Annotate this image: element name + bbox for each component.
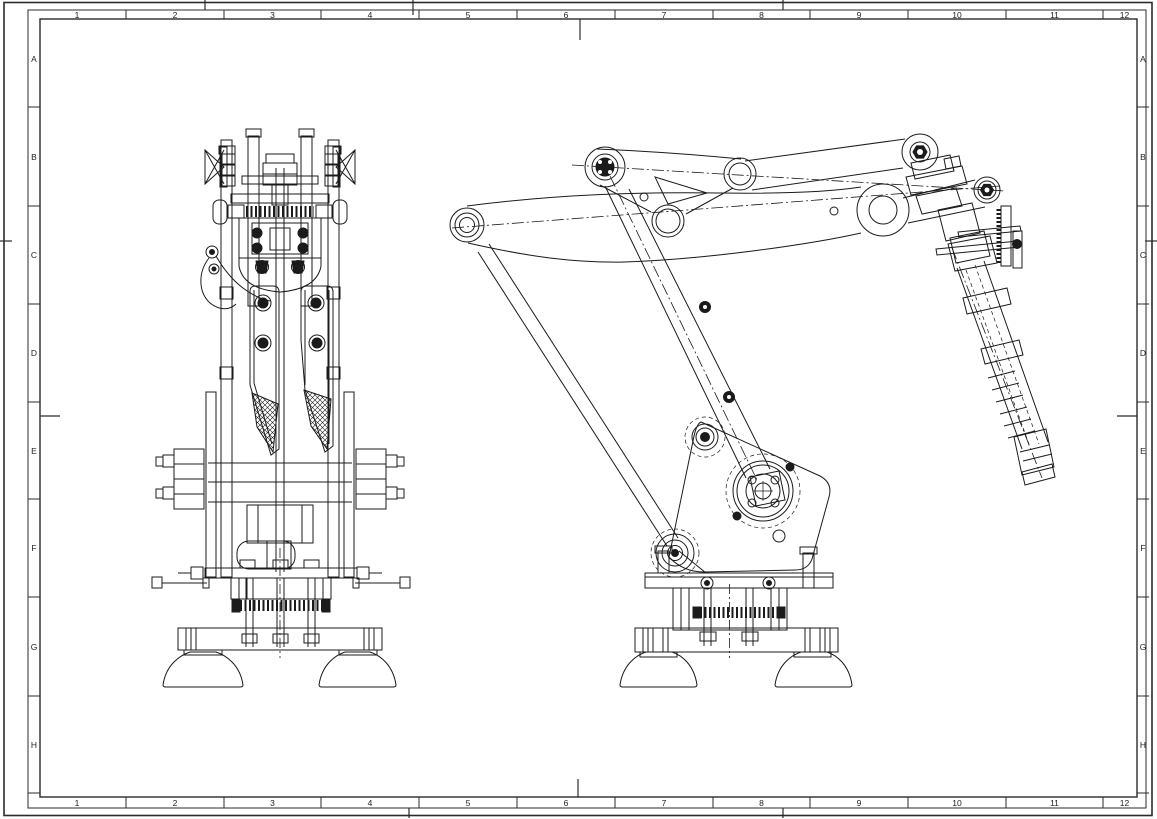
grid-column-label-top: 11 xyxy=(1050,9,1059,20)
grid-column-label-top: 3 xyxy=(270,9,275,20)
grid-column-label-bottom: 9 xyxy=(856,797,862,808)
grid-column-label-bottom: 5 xyxy=(465,797,471,808)
grid-column-label-top: 2 xyxy=(172,9,178,20)
grid-row-label-right: F xyxy=(1140,542,1146,553)
grid-row-label-left: D xyxy=(30,347,38,358)
left-axle-block xyxy=(155,448,205,510)
side-view-drawing xyxy=(449,133,1056,688)
front-left-suction-cup xyxy=(162,651,244,688)
drawing-frame xyxy=(3,1,1153,817)
grid-column-label-top: 7 xyxy=(661,9,667,20)
sheet-edge xyxy=(3,1,1153,817)
grid-row-label-right: D xyxy=(1139,347,1147,358)
grid-column-label-top: 5 xyxy=(465,9,471,20)
left-bowtie-bracket xyxy=(204,146,228,188)
side-right-suction-cup xyxy=(774,651,853,688)
gearbox-block xyxy=(238,217,322,259)
grid-row-label-left: H xyxy=(30,739,38,750)
grid-column-label-bottom: 4 xyxy=(367,797,373,808)
grid-column-label-top: 4 xyxy=(367,9,373,20)
grid-column-label-top: 1 xyxy=(74,9,80,20)
grid-row-label-right: C xyxy=(1139,249,1147,260)
grid-row-label-right: A xyxy=(1140,53,1146,64)
side-base-assembly xyxy=(634,545,839,658)
triangle-link-plate xyxy=(596,148,742,215)
grid-column-label-bottom: 6 xyxy=(563,797,569,808)
grid-row-label-left: G xyxy=(30,641,38,652)
grid-column-label-top: 8 xyxy=(759,9,764,20)
right-axle-block xyxy=(355,448,405,510)
grid-row-label-right: E xyxy=(1140,445,1146,456)
grid-column-label-top: 6 xyxy=(563,9,569,20)
grid-column-label-bottom: 2 xyxy=(172,797,178,808)
grid-column-label-bottom: 8 xyxy=(759,797,764,808)
grid-row-label-left: A xyxy=(31,53,37,64)
grid-column-label-top: 9 xyxy=(856,9,862,20)
grid-row-label-right: G xyxy=(1139,641,1147,652)
grid-row-label-right: H xyxy=(1139,739,1147,750)
grid-row-label-left: C xyxy=(30,249,38,260)
shoulder-hub xyxy=(725,453,801,529)
grid-column-label-top: 10 xyxy=(952,9,962,20)
grid-column-label-bottom: 12 xyxy=(1119,797,1130,808)
grid-column-label-bottom: 3 xyxy=(270,797,275,808)
tool-shaft xyxy=(947,235,1056,486)
shoulder-plate xyxy=(668,421,831,573)
grid-row-label-left: E xyxy=(31,445,37,456)
grid-column-label-top: 12 xyxy=(1119,9,1130,20)
drawing-area-frame xyxy=(39,18,1138,798)
grid-column-label-bottom: 7 xyxy=(661,797,667,808)
grid-column-label-bottom: 1 xyxy=(74,797,80,808)
wrist-bracket xyxy=(905,154,1023,269)
left-arm-plate xyxy=(249,285,280,456)
grid-row-label-left: B xyxy=(31,151,37,162)
front-view-drawing xyxy=(151,128,411,688)
grid-column-label-bottom: 10 xyxy=(952,797,962,808)
grid-ticks xyxy=(28,10,1149,808)
grid-row-label-right: B xyxy=(1140,151,1146,162)
front-right-suction-cup xyxy=(318,651,397,688)
grid-column-label-bottom: 11 xyxy=(1050,797,1059,808)
right-bowtie-bracket xyxy=(332,146,356,188)
side-left-suction-cup xyxy=(619,651,698,688)
reference-band xyxy=(27,9,1147,809)
grid-row-label-left: F xyxy=(31,542,37,553)
